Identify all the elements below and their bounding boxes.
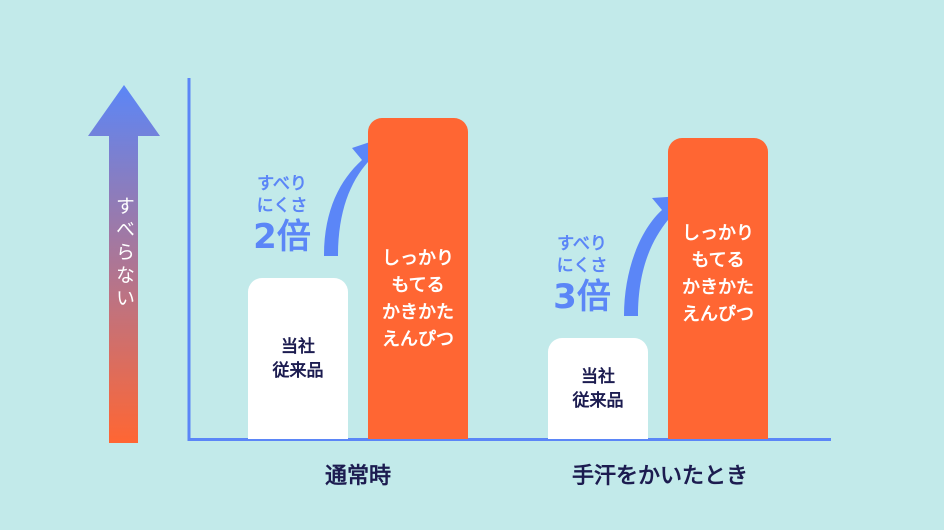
ratio-note: すべり にくさ 3倍: [540, 233, 624, 317]
base-product-bar: 当社従来品: [548, 338, 648, 439]
note-line: すべり: [257, 174, 307, 194]
bar-label: かきかた: [682, 276, 754, 298]
bar-label: 当社: [581, 366, 615, 387]
ratio-note: すべり にくさ 2倍: [240, 173, 324, 257]
new-product-bar: しっかりもてるかきかたえんぴつ: [368, 118, 468, 439]
bar-label: もてる: [691, 249, 745, 271]
note-line: すべり: [557, 234, 607, 254]
bar-label: えんぴつ: [382, 328, 454, 350]
note-line: にくさ: [256, 196, 308, 216]
bar-label: えんぴつ: [682, 303, 754, 325]
bar-label: もてる: [391, 274, 445, 296]
note-line: にくさ: [556, 256, 608, 276]
increase-arrow-icon: [624, 196, 682, 316]
multiplier: 3倍: [553, 277, 611, 317]
category-label: 手汗をかいたとき: [571, 464, 748, 489]
slip-resistance-arrow-icon: [88, 85, 160, 443]
category-label: 通常時: [324, 464, 391, 489]
axis-label: すべらない: [113, 196, 135, 311]
new-product-bar: しっかりもてるかきかたえんぴつ: [668, 138, 768, 439]
bar-label: 従来品: [272, 360, 324, 381]
bar-label: しっかり: [382, 247, 454, 269]
bar-label: 当社: [281, 336, 315, 357]
multiplier: 2倍: [253, 217, 311, 257]
increase-arrow-icon: [324, 138, 382, 256]
base-product-bar: 当社従来品: [248, 278, 348, 439]
bar-label: しっかり: [682, 222, 754, 244]
bar-label: 従来品: [572, 390, 624, 411]
bar-label: かきかた: [382, 301, 454, 323]
